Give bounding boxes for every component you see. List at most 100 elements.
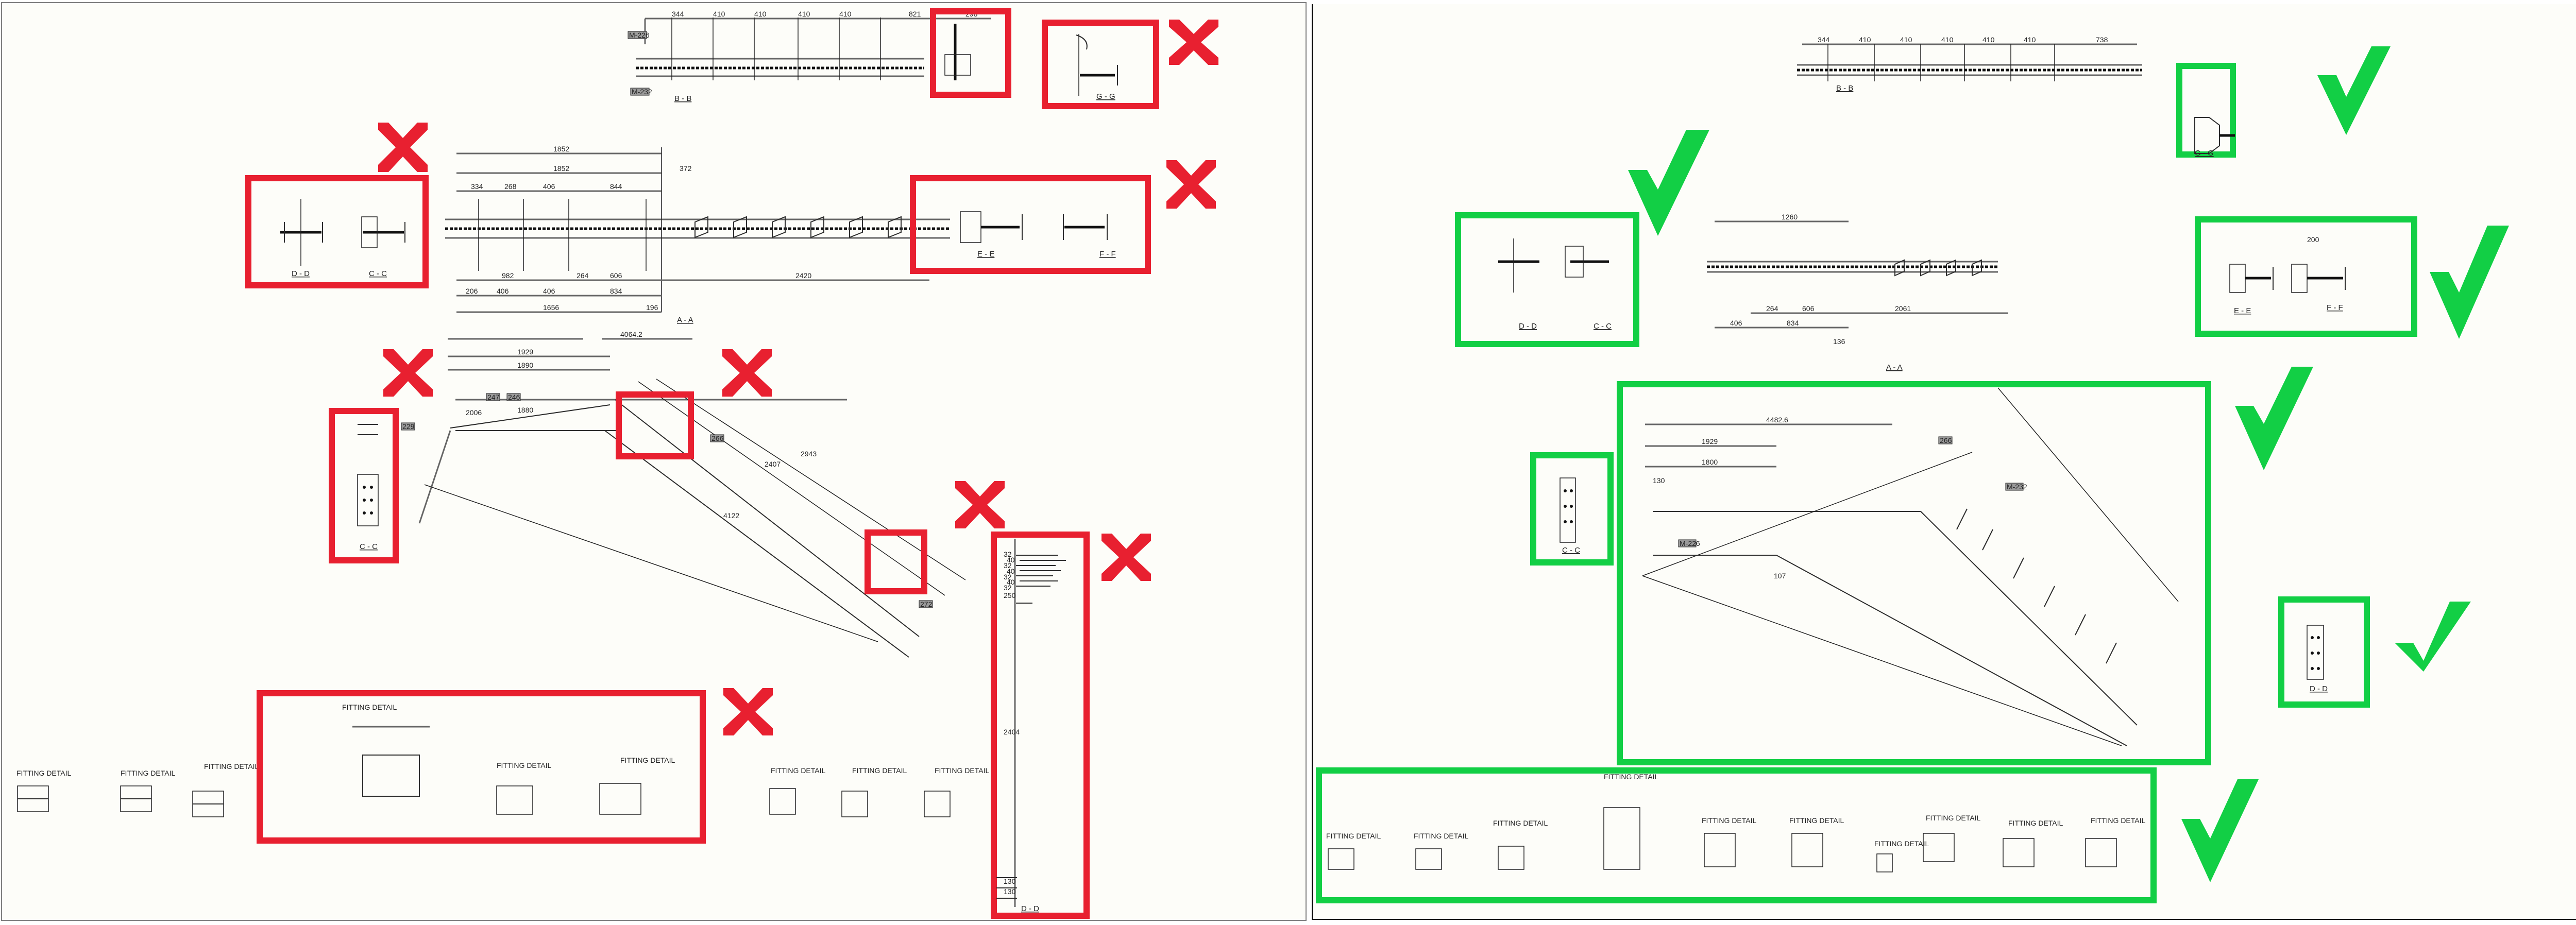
accept-region-gg [2176,63,2236,158]
part-tag: 247 [486,393,500,401]
check-icon [2430,226,2509,339]
cross-icon [955,481,1005,528]
svg-text:FITTING DETAIL: FITTING DETAIL [852,766,907,775]
dim-label: 2943 [801,450,817,458]
dim-label: 834 [1787,319,1799,327]
dim-label: 406 [543,182,555,191]
dim-label: 2006 [466,408,482,417]
dim-label: 844 [610,182,622,191]
dim-label: 834 [610,287,622,295]
svg-text:246: 246 [508,393,520,401]
section-label-ff: F - F [1099,250,1116,259]
dim-label: 4122 [723,511,739,520]
part-tag: M-232 [2005,483,2027,491]
reject-region-gg [1042,20,1159,109]
part-tag: 266 [710,434,724,442]
stair-plan-view: 4482.6 1929 1800 130 107 266 M-232 M-226 [1642,387,2179,746]
section-label-dd-tall: D - D [2310,684,2328,693]
check-icon [2181,779,2259,882]
fitting-detail: FITTING DETAIL [924,766,990,817]
dim-label: 4482.6 [1766,416,1788,424]
left-drawing-canvas: 344 410 410 410 410 821 298 M-226 M-232 … [16,8,1218,919]
svg-text:FITTING DETAIL: FITTING DETAIL [2008,819,2063,827]
reject-region-dd-cc [245,175,429,288]
dim-label: 406 [497,287,509,295]
fitting-details-row: FITTING DETAIL FITTING DETAIL FITTING DE… [1326,773,2146,872]
section-label-gg: G - G [2195,149,2214,158]
left-drawing-panel: 344 410 410 410 410 821 298 M-226 M-232 … [1,2,1307,921]
svg-text:40: 40 [1007,556,1015,564]
bb-dimension-labels: 344 410 410 410 410 410 738 [1818,36,2108,44]
svg-text:410: 410 [1900,36,1912,44]
svg-text:738: 738 [2096,36,2108,44]
accept-region-cc-tall [1530,452,1614,566]
svg-text:FITTING DETAIL: FITTING DETAIL [1604,773,1659,781]
dim-label: 206 [466,287,478,295]
cross-icon [383,349,433,397]
section-label-gg: G - G [1096,92,1115,101]
fitting-detail: FITTING DETAIL [1493,819,1548,870]
svg-text:FITTING DETAIL: FITTING DETAIL [16,769,72,777]
dim-label: 606 [610,271,622,280]
dim-label: 1852 [553,145,569,153]
dim-label: 606 [1802,304,1815,313]
section-gg-drawing: G - G [1076,34,1118,101]
dim-label: 406 [543,287,555,295]
fitting-detail: FITTING DETAIL [1414,832,1469,870]
section-label-ee: E - E [977,250,994,259]
svg-text:32: 32 [1004,584,1012,592]
section-label-aa: A - A [1886,363,1903,372]
svg-text:2404: 2404 [1004,728,1020,736]
reject-region-fitting-details [257,690,706,844]
part-tag: M-226 [1678,539,1700,547]
svg-text:FITTING DETAIL: FITTING DETAIL [1926,814,1981,822]
fitting-detail: FITTING DETAIL [192,762,259,817]
bb-end-detail [944,24,971,80]
svg-text:FITTING DETAIL: FITTING DETAIL [342,703,397,711]
svg-text:FITTING DETAIL: FITTING DETAIL [497,761,552,769]
check-icon [2317,46,2391,135]
svg-text:FITTING DETAIL: FITTING DETAIL [1702,816,1757,825]
svg-text:130: 130 [1004,887,1016,896]
cross-icon [1169,20,1218,65]
svg-text:FITTING DETAIL: FITTING DETAIL [935,766,990,775]
svg-text:FITTING DETAIL: FITTING DETAIL [2091,816,2146,825]
svg-text:266: 266 [1940,436,1952,444]
svg-text:272: 272 [920,600,933,608]
fitting-detail: FITTING DETAIL [1603,773,1659,870]
section-aa-drawing: 1260 264 606 2061 406 834 136 A - A [1707,213,2008,372]
dim-label: 344 [672,10,684,18]
svg-text:410: 410 [1941,36,1954,44]
fitting-detail: FITTING DETAIL [1789,816,1844,867]
dim-label: 410 [798,10,810,18]
cross-icon [723,688,773,735]
dim-label: 406 [1730,319,1742,327]
svg-text:FITTING DETAIL: FITTING DETAIL [620,756,675,764]
check-icon [2395,602,2471,672]
section-ee-ff-drawings: E - E F - F [960,211,1116,259]
reject-region-landing-joint [616,391,694,459]
dim-label: 410 [713,10,725,18]
dim-label: 821 [909,10,921,18]
svg-text:FITTING DETAIL: FITTING DETAIL [1326,832,1381,840]
section-label-aa: A - A [677,316,693,324]
reject-region-stringer-joint [865,529,927,594]
svg-text:M-226: M-226 [1680,539,1700,547]
svg-text:40: 40 [1007,578,1015,586]
accept-region-dd-cc [1455,212,1639,347]
accept-region-stair-view [1617,381,2211,765]
fitting-detail: FITTING DETAIL [120,769,176,812]
section-bb-drawing: 344 410 410 410 410 821 298 M-226 M-232 … [628,10,991,103]
section-label-cc-small: C - C [369,269,387,278]
fitting-detail: FITTING DETAIL [1326,832,1381,870]
svg-text:FITTING DETAIL: FITTING DETAIL [1414,832,1469,840]
svg-text:40: 40 [1007,567,1015,575]
accept-region-dd-tall [2278,596,2370,708]
fitting-detail: FITTING DETAIL [2085,816,2146,867]
section-label-bb: B - B [1836,84,1853,93]
svg-text:410: 410 [1859,36,1871,44]
cross-icon [378,123,428,172]
fitting-detail: FITTING DETAIL [841,766,907,817]
svg-text:FITTING DETAIL: FITTING DETAIL [1789,816,1844,825]
section-label-cc-tall: C - C [360,542,378,551]
